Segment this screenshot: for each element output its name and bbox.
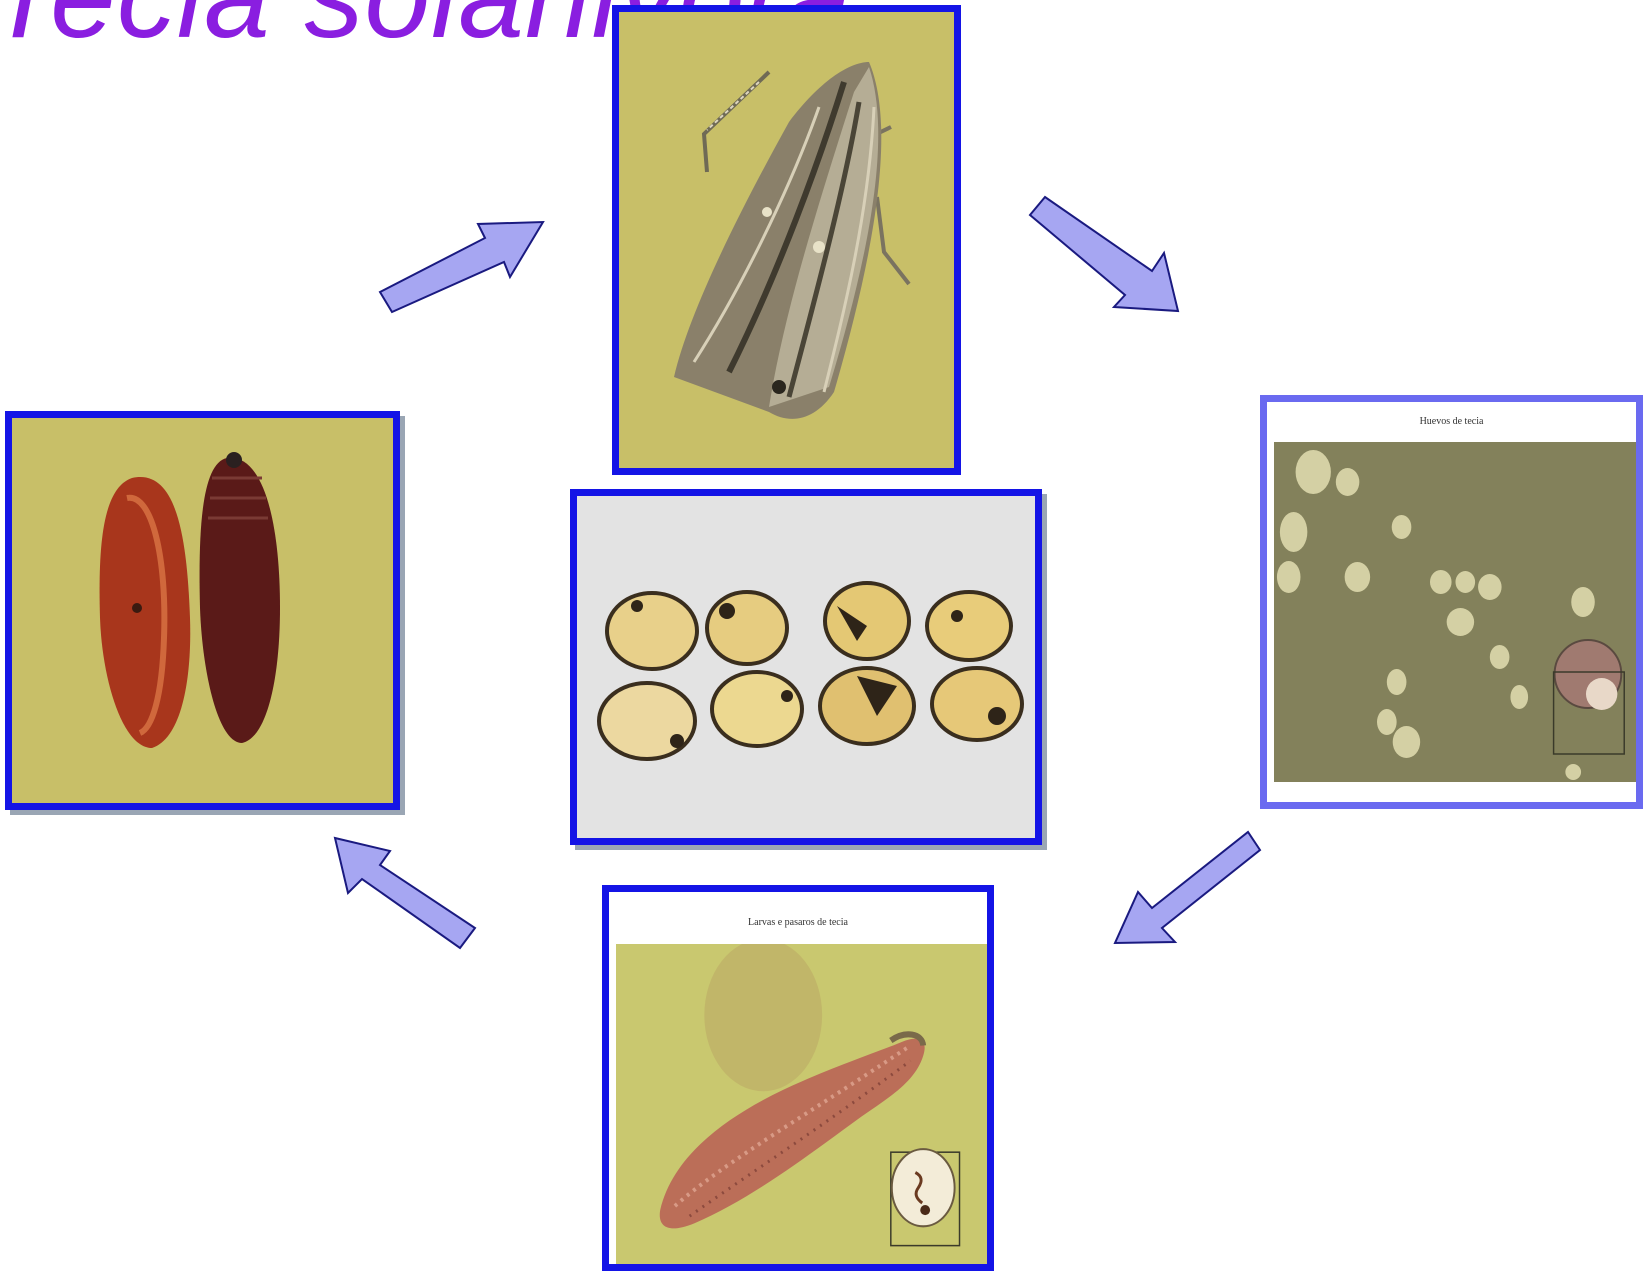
pupae-panel: [5, 411, 400, 810]
arrow-eggs-to-larva: [1110, 830, 1265, 948]
damaged-potatoes-image: [577, 496, 1035, 838]
arrow-adult-to-eggs: [1030, 195, 1185, 320]
eggs-caption: Huevos de tecia: [1267, 416, 1636, 427]
arrow-pupae-to-adult: [380, 212, 550, 322]
eggs-image: [1274, 442, 1636, 782]
larva-image: [616, 944, 987, 1271]
adult-moth-panel: [612, 5, 961, 475]
adult-moth-image: [619, 12, 954, 468]
eggs-panel: Huevos de tecia: [1260, 395, 1643, 809]
arrow-larva-to-pupae: [330, 833, 480, 953]
larva-caption: Larvas e pasaros de tecia: [609, 917, 987, 928]
damaged-potatoes-panel: [570, 489, 1042, 845]
larva-panel: Larvas e pasaros de tecia: [602, 885, 994, 1271]
pupae-image: [12, 418, 393, 803]
